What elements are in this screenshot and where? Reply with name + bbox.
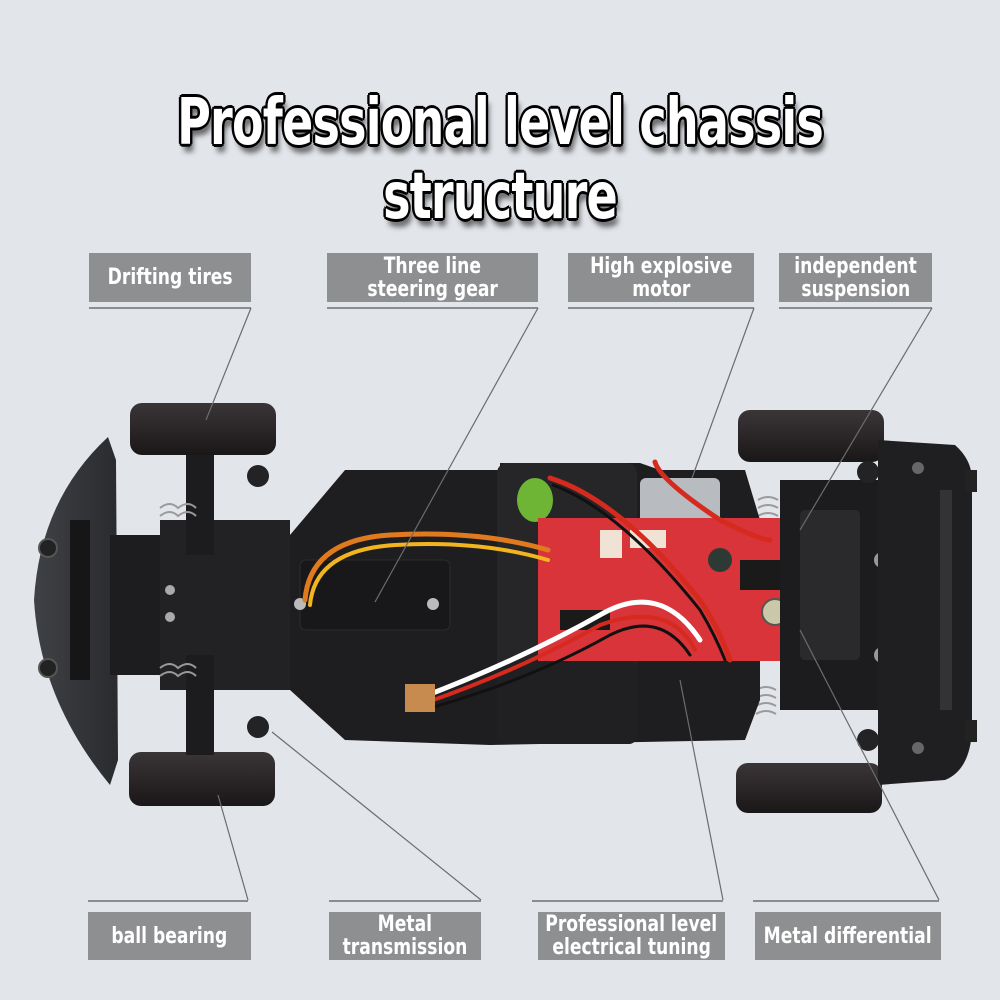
rule-suspension bbox=[779, 307, 932, 309]
tire-rear-right-icon bbox=[736, 763, 882, 813]
tire-front-right-icon bbox=[129, 752, 275, 806]
label-drifting-tires: Drifting tires bbox=[89, 253, 251, 302]
rule-electrical-tuning bbox=[532, 900, 723, 902]
label-motor: High explosive motor bbox=[568, 253, 754, 302]
rule-transmission bbox=[329, 900, 481, 902]
label-suspension: independent suspension bbox=[779, 253, 932, 302]
rule-motor bbox=[568, 307, 754, 309]
spring-icon bbox=[159, 496, 779, 715]
rule-ball-bearing bbox=[88, 900, 248, 902]
page-title: Professional level chassis structure bbox=[177, 86, 824, 234]
label-differential: Metal differential bbox=[755, 912, 941, 960]
label-electrical-tuning: Professional level electrical tuning bbox=[538, 912, 725, 960]
rule-drifting-tires bbox=[89, 307, 251, 309]
label-ball-bearing: ball bearing bbox=[88, 912, 251, 960]
label-steering-gear: Three line steering gear bbox=[327, 253, 538, 302]
label-transmission: Metal transmission bbox=[329, 912, 481, 960]
tire-front-left-icon bbox=[130, 403, 276, 455]
rule-steering-gear bbox=[327, 307, 538, 309]
wires-icon bbox=[302, 459, 773, 710]
rule-differential bbox=[753, 900, 939, 902]
